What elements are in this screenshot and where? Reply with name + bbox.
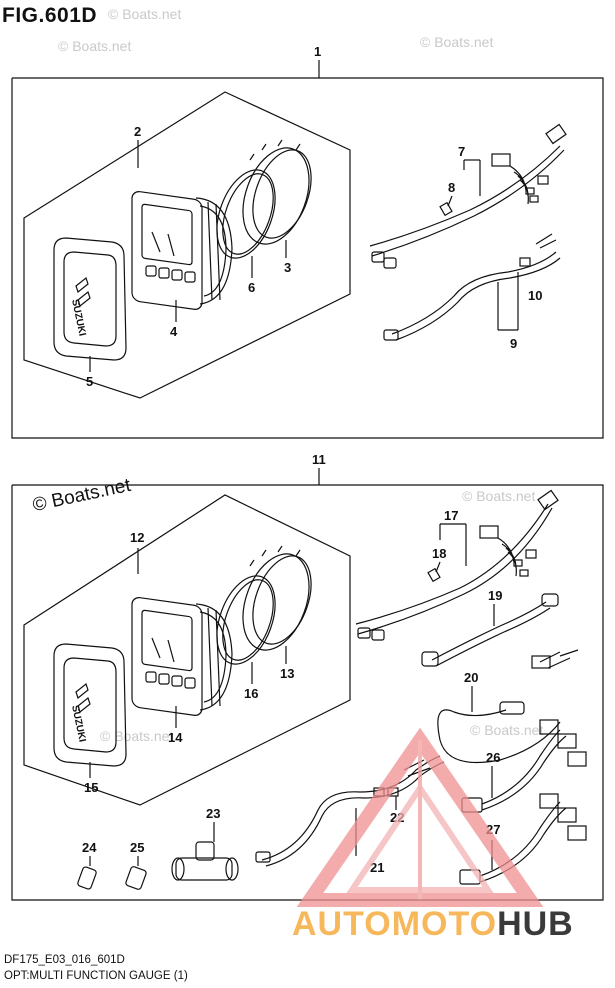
- callout-24: 24: [82, 840, 97, 855]
- gauge-kit-outline-2: [23, 494, 351, 806]
- automotohub-wordmark: AUTOMOTOHUB: [292, 905, 574, 944]
- watermark-boats: © Boats.net: [470, 722, 544, 738]
- gauge-brand-label-2: SUZUKI: [69, 704, 88, 743]
- callout-23: 23: [206, 806, 220, 821]
- callout-9: 9: [510, 336, 517, 351]
- seal-ring-icon-2: [216, 575, 276, 665]
- callout-13: 13: [280, 666, 294, 681]
- bracket-nut-icon-2: [242, 545, 312, 651]
- y-harness-icon-2: [459, 793, 587, 885]
- callout-14: 14: [168, 730, 183, 745]
- callout-6: 6: [248, 280, 255, 295]
- screw-icon-2: [427, 561, 441, 583]
- footer-description: OPT:MULTI FUNCTION GAUGE (1): [4, 970, 188, 982]
- watermark-boats: © Boats.net: [100, 728, 174, 744]
- bracket-nut-icon: [242, 139, 312, 245]
- callout-1: 1: [314, 44, 321, 59]
- automotohub-logo-icon: [296, 727, 544, 907]
- wire-harness-icon-2: [355, 489, 559, 641]
- watermark-boats: © Boats.net: [462, 488, 536, 504]
- callout-2: 2: [134, 124, 141, 139]
- watermark-boats: © Boats.net: [108, 6, 182, 22]
- brand-part-1: AUTOMOTO: [292, 905, 498, 943]
- brand-part-2: HUB: [497, 905, 574, 943]
- callout-5: 5: [86, 374, 93, 389]
- gauge-body-icon-2: [131, 596, 233, 716]
- callout-4: 4: [170, 324, 178, 339]
- seal-ring-icon: [216, 169, 276, 259]
- group-11-frame: [11, 468, 604, 901]
- group-1-frame: [11, 60, 604, 439]
- callout-21: 21: [370, 860, 384, 875]
- footer-code: DF175_E03_016_601D: [4, 954, 125, 966]
- callout-18: 18: [432, 546, 446, 561]
- callout-26: 26: [486, 750, 500, 765]
- gauge-brand-label: SUZUKI: [69, 298, 88, 337]
- callout-11: 11: [312, 452, 326, 467]
- callout-16: 16: [244, 686, 258, 701]
- callout-3: 3: [284, 260, 291, 275]
- watermark-boats: © Boats.net: [58, 38, 132, 54]
- gauge-kit-outline: [23, 91, 351, 399]
- callout-15: 15: [84, 780, 98, 795]
- callout-20: 20: [464, 670, 478, 685]
- gauge-cover-icon-2: [53, 643, 127, 778]
- callout-10: 10: [528, 288, 542, 303]
- callout-25: 25: [130, 840, 144, 855]
- callout-12: 12: [130, 530, 144, 545]
- callout-8: 8: [448, 180, 455, 195]
- t-connector-icon: [171, 822, 239, 881]
- y-harness-icon: [461, 719, 587, 813]
- gauge-cover-icon: [53, 237, 127, 372]
- terminator-icon-2: [125, 856, 147, 890]
- watermark-boats: © Boats.net: [420, 34, 494, 50]
- callout-7: 7: [458, 144, 465, 159]
- adapter-cable-icon: [437, 649, 579, 764]
- callout-19: 19: [488, 588, 502, 603]
- wire-harness-icon: [369, 123, 567, 269]
- terminator-icon: [77, 856, 97, 890]
- gauge-body-icon: [131, 190, 233, 310]
- figure-title: FIG.601D: [2, 4, 98, 27]
- sensor-harness-icon: [383, 233, 561, 341]
- network-cable-icon: [421, 593, 559, 667]
- callout-17: 17: [444, 508, 458, 523]
- screw-icon: [439, 195, 453, 217]
